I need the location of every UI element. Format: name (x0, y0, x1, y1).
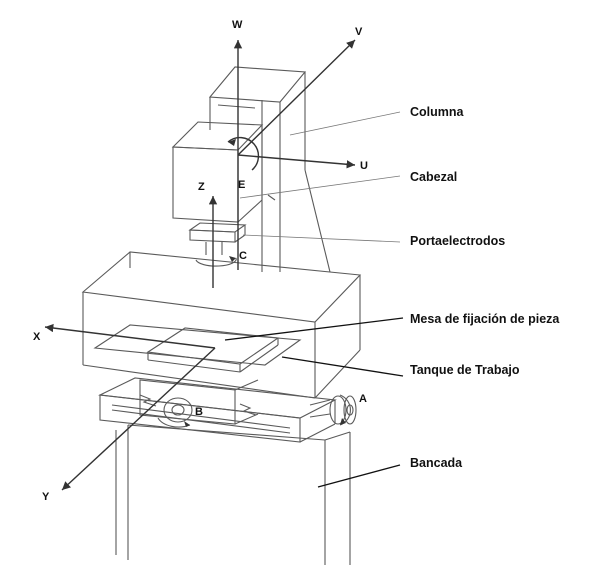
label-mesa: Mesa de fijación de pieza (410, 312, 560, 326)
axis-label-w: W (232, 19, 243, 31)
cross-slide (98, 377, 337, 443)
axis-label-v: V (355, 26, 363, 38)
axis-label-b: B (195, 406, 203, 418)
axis-lines (44, 39, 356, 491)
label-tanque: Tanque de Trabajo (410, 363, 520, 377)
label-portaelectrodos: Portaelectrodos (410, 234, 505, 248)
tanque-de-trabajo (81, 251, 362, 399)
label-columna: Columna (410, 105, 465, 119)
axis-y (61, 347, 216, 491)
label-bancada: Bancada (410, 456, 463, 470)
part-labels: Columna Cabezal Portaelectrodos Mesa de … (410, 105, 560, 470)
axis-label-x: X (33, 331, 41, 343)
bancada-base (115, 424, 351, 565)
axis-u (237, 154, 356, 169)
handwheel-b (157, 397, 193, 428)
axis-label-u: U (360, 160, 368, 172)
handwheel-a (309, 394, 357, 426)
rotation-e (227, 136, 260, 171)
axis-v (237, 39, 356, 156)
label-cabezal: Cabezal (410, 170, 457, 184)
axis-label-a: A (359, 393, 367, 405)
axis-label-z: Z (198, 181, 205, 193)
cabezal (171, 121, 264, 223)
mesa-de-fijacion (93, 324, 302, 373)
axis-label-c: C (239, 250, 247, 262)
axis-label-y: Y (42, 491, 50, 503)
portaelectrodos (188, 222, 247, 267)
axis-x (44, 323, 216, 349)
axis-label-e: E (238, 179, 245, 191)
axis-labels: W V U Z E C X Y A B (33, 19, 368, 503)
leader-lines (224, 111, 404, 488)
